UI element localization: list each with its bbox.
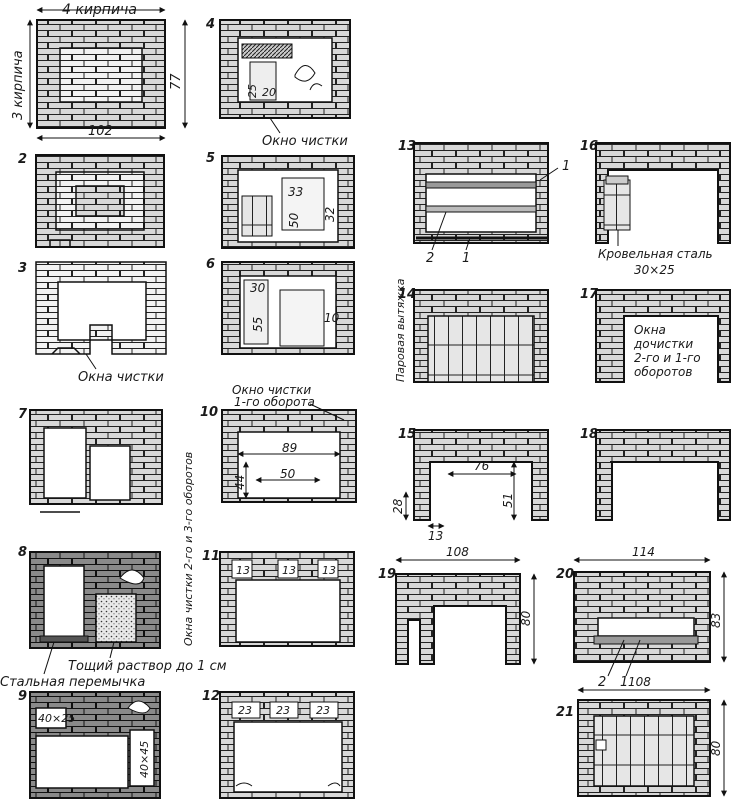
panel-number-7: 7 <box>18 407 28 422</box>
p19-80-label: 80 <box>519 610 533 626</box>
panel-11: 11 13 13 13 Окна чистки 2-го и 3-го обор… <box>182 452 355 647</box>
panel-number-17: 17 <box>580 287 599 302</box>
p13-callout-1b: 1 <box>462 251 470 266</box>
p16-steel-line1: Кровельная сталь <box>598 247 713 261</box>
p20-114-label: 114 <box>632 545 655 559</box>
panel-4: 4 25 20 Окно чистки <box>205 17 351 149</box>
panel-2: 2 <box>18 152 165 248</box>
p12-23-a: 23 <box>238 704 252 717</box>
p21-108-label: 108 <box>628 675 651 689</box>
panel-number-18: 18 <box>580 427 598 442</box>
panel-9: 9 40×25 40×45 <box>18 689 161 799</box>
p17-line3: 2-го и 1-го <box>634 351 701 365</box>
p1-side-label: 3 кирпича <box>11 50 26 120</box>
p1-top-label: 4 кирпича <box>62 2 137 18</box>
panel-number-10: 10 <box>200 405 218 420</box>
panel-6: 6 30 55 10 <box>206 257 355 355</box>
p9-a-label: 40×25 <box>38 712 75 725</box>
p11-13-a: 13 <box>236 564 250 577</box>
p11-side-label: Окна чистки 2-го и 3-го оборотов <box>182 452 195 646</box>
p19-108-label: 108 <box>446 545 469 559</box>
panel-18: 18 <box>580 427 731 521</box>
panel-number-13: 13 <box>398 139 416 154</box>
p21-80-label: 80 <box>709 740 723 756</box>
p15-76-label: 76 <box>474 459 490 473</box>
p5-32-label: 32 <box>323 207 337 222</box>
p17-line2: дочистки <box>633 337 693 351</box>
p10-89-label: 89 <box>282 441 297 455</box>
panel-14: 14 Паровая вытяжка <box>394 278 549 383</box>
p1-width-label: 102 <box>88 124 113 139</box>
p6-10-label: 10 <box>324 311 340 325</box>
p14-side-label: Паровая вытяжка <box>394 278 407 382</box>
p11-13-b: 13 <box>282 564 296 577</box>
p9-b-label: 40×45 <box>138 741 151 778</box>
panel-number-19: 19 <box>378 567 396 582</box>
p5-50-label: 50 <box>287 212 301 228</box>
panel-number-20: 20 <box>556 567 574 582</box>
panel-number-2: 2 <box>18 152 27 167</box>
panel-5: 5 33 50 32 <box>206 151 355 249</box>
panel-12: 12 23 23 23 <box>202 689 355 799</box>
panel-number-8: 8 <box>18 545 27 560</box>
p5-33-label: 33 <box>288 185 303 199</box>
p15-51-label: 51 <box>501 493 515 508</box>
p20-83-label: 83 <box>709 613 723 628</box>
p8-lintel-label: Стальная перемычка <box>0 675 145 690</box>
p8-mortar-label: Тощий раствор до 1 см <box>68 659 227 674</box>
p15-28-label: 28 <box>391 498 405 514</box>
p10-clean-line1: Окно чистки <box>232 383 311 397</box>
panel-16: 16 Кровельная сталь 30×25 <box>580 139 731 277</box>
p13-callout-1: 1 <box>562 159 570 174</box>
panel-number-16: 16 <box>580 139 598 154</box>
p12-23-c: 23 <box>316 704 330 717</box>
p1-height-label: 77 <box>169 73 184 90</box>
panel-number-21: 21 <box>556 705 574 720</box>
p10-clean-line2: 1-го оборота <box>234 395 315 409</box>
p17-line1: Окна <box>634 323 666 337</box>
panel-number-11: 11 <box>202 549 220 564</box>
panel-number-12: 12 <box>202 689 220 704</box>
p17-line4: оборотов <box>634 365 692 379</box>
p20-callout-2: 2 <box>598 675 606 690</box>
panel-number-6: 6 <box>206 257 215 272</box>
panel-number-14: 14 <box>398 287 416 302</box>
panel-number-5: 5 <box>206 151 215 166</box>
p10-44-label: 44 <box>233 475 247 490</box>
p11-13-c: 13 <box>322 564 336 577</box>
panel-7: 7 <box>18 407 163 513</box>
panel-20: 20 114 83 2 1 <box>556 545 727 690</box>
panel-1: 4 кирпича 3 кирпича 77 102 <box>11 2 188 141</box>
p4-clean-label: Окно чистки <box>262 134 348 149</box>
p6-30-label: 30 <box>250 281 266 295</box>
p10-50-label: 50 <box>280 467 296 481</box>
p3-clean-label: Окна чистки <box>78 370 164 385</box>
panel-10: 10 Окно чистки 1-го оборота 89 44 50 <box>200 383 357 503</box>
panel-number-3: 3 <box>18 261 27 276</box>
panel-3: 3 Окна чистки <box>18 261 167 385</box>
panel-19: 19 108 80 <box>378 545 537 665</box>
p15-13-label: 13 <box>428 529 443 543</box>
panel-15: 15 76 51 28 13 <box>391 427 549 543</box>
panel-13: 13 1 2 1 <box>398 139 570 266</box>
p13-callout-2: 2 <box>426 251 434 266</box>
p12-23-b: 23 <box>276 704 290 717</box>
panel-17: 17 Окна дочистки 2-го и 1-го оборотов <box>580 287 731 383</box>
panel-8: 8 Тощий раствор до 1 см Стальная перемыч… <box>0 545 227 690</box>
p20-callout-1: 1 <box>620 675 628 690</box>
p4-25-label: 25 <box>246 84 259 98</box>
p16-steel-line2: 30×25 <box>634 263 675 277</box>
panel-number-15: 15 <box>398 427 416 442</box>
panel-21: 21 108 80 <box>556 675 727 797</box>
panel-number-4: 4 <box>205 17 215 32</box>
p4-20-label: 20 <box>262 86 276 99</box>
panel-number-9: 9 <box>18 689 27 704</box>
p6-55-label: 55 <box>251 317 265 332</box>
